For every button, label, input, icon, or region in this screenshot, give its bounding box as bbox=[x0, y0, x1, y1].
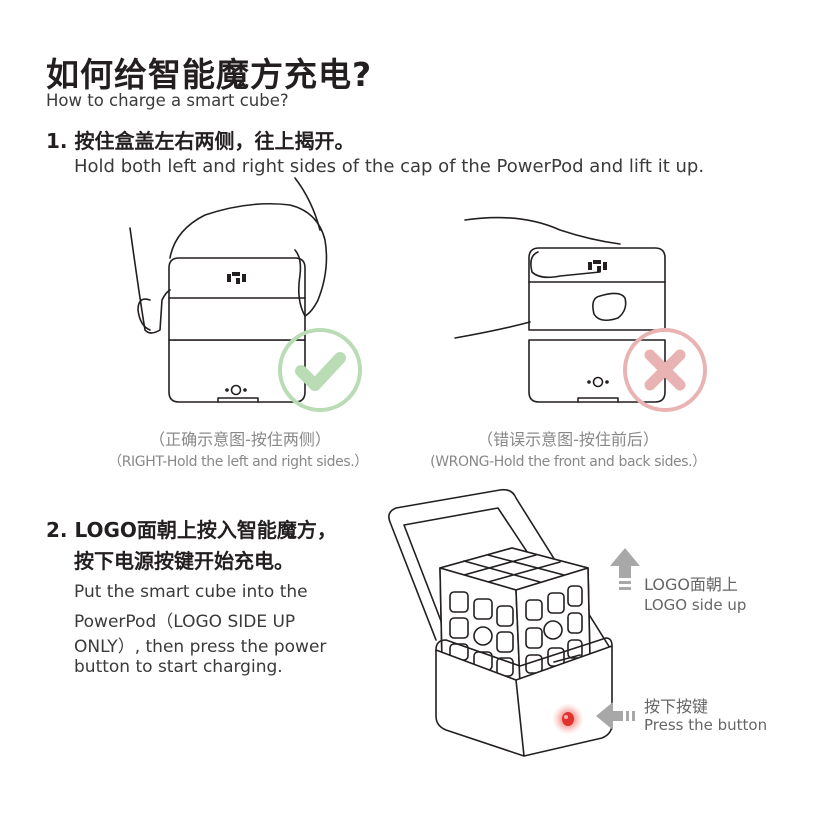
page-subtitle: How to charge a smart cube? bbox=[46, 91, 289, 110]
powerpod-with-cube-illustration bbox=[388, 488, 613, 757]
powerpod-cap bbox=[528, 247, 666, 331]
gan-logo-icon bbox=[588, 260, 607, 272]
step2-description-line: Put the smart cube into the bbox=[74, 582, 308, 602]
right-caption-en: （RIGHT-Hold the left and right sides.） bbox=[108, 454, 368, 470]
right-caption-zh: （正确示意图-按住两侧） bbox=[149, 430, 331, 449]
right-fingers bbox=[294, 249, 306, 317]
arm-bottom bbox=[454, 321, 531, 339]
cross-icon bbox=[623, 328, 707, 412]
powerpod-body bbox=[528, 339, 666, 403]
arrow-left-icon bbox=[596, 702, 635, 730]
wrong-method-illustration bbox=[454, 216, 666, 403]
step2-heading-line1: 2. LOGO面朝上按入智能魔方， bbox=[46, 518, 337, 542]
front-finger bbox=[530, 251, 601, 279]
wrong-caption-zh: （错误示意图-按住前后） bbox=[477, 430, 659, 449]
page-title: 如何给智能魔方充电? bbox=[46, 55, 373, 94]
logo-up-label-zh: LOGO面朝上 bbox=[644, 575, 738, 594]
arm-top bbox=[464, 216, 621, 245]
charging-port bbox=[553, 654, 581, 663]
right-method-illustration bbox=[129, 177, 328, 403]
hand-top bbox=[169, 202, 328, 317]
power-button-icon bbox=[552, 703, 584, 735]
charging-port bbox=[577, 397, 619, 403]
step2-description-line: ONLY）, then press the power bbox=[74, 637, 327, 657]
power-button-icon bbox=[230, 384, 242, 396]
powerpod-cap bbox=[168, 257, 306, 341]
smart-cube bbox=[439, 547, 591, 685]
logo-up-label-en: LOGO side up bbox=[644, 596, 747, 614]
step2-description-line: button to start charging. bbox=[74, 657, 283, 677]
arrow-up-icon bbox=[610, 548, 640, 590]
gan-logo-icon bbox=[227, 272, 246, 284]
press-button-label-zh: 按下按键 bbox=[644, 697, 709, 716]
box-corner bbox=[515, 679, 525, 757]
charging-port bbox=[217, 397, 259, 403]
power-button-icon bbox=[592, 376, 604, 388]
check-icon bbox=[278, 328, 362, 412]
press-button-label-en: Press the button bbox=[644, 716, 768, 734]
wrong-caption-en: (WRONG-Hold the front and back sides.） bbox=[430, 454, 706, 470]
thumb bbox=[592, 292, 627, 322]
left-fingers bbox=[129, 227, 171, 334]
step2-heading-line2: 按下电源按键开始充电。 bbox=[74, 549, 294, 573]
step1-description: Hold both left and right sides of the ca… bbox=[74, 156, 705, 177]
step2-description-line: PowerPod（LOGO SIDE UP bbox=[74, 612, 296, 632]
step1-heading: 1. 按住盒盖左右两侧，往上揭开。 bbox=[46, 129, 355, 153]
